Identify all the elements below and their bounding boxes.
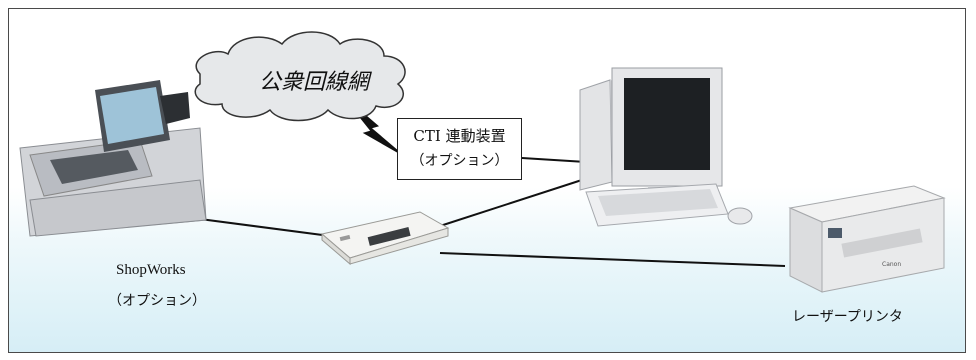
printer-brand: Canon: [882, 261, 901, 268]
switching-hub-icon: [320, 211, 450, 266]
pos-terminal-icon: [19, 80, 207, 237]
pos-terminal-name: ShopWorks: [116, 262, 186, 278]
pos-option-label: （オプション）: [108, 293, 206, 309]
link-cti-to-pc: [521, 157, 587, 163]
printer-label: レーザープリンタ: [792, 309, 903, 325]
cloud-icon: [194, 31, 406, 122]
link-hub-to-printer: [439, 252, 786, 267]
cti-option-label: （オプション）: [410, 153, 509, 169]
cti-device-box: CTI 連動装置 （オプション）: [397, 118, 522, 180]
laser-printer-icon: Canon: [788, 185, 946, 293]
desktop-pc-icon: [579, 67, 753, 227]
link-pos-to-hub: [199, 218, 331, 237]
public-network-label: 公衆回線網: [258, 70, 369, 95]
link-hub-to-pc: [439, 177, 589, 227]
cti-device-title: CTI 連動装置: [413, 127, 506, 145]
